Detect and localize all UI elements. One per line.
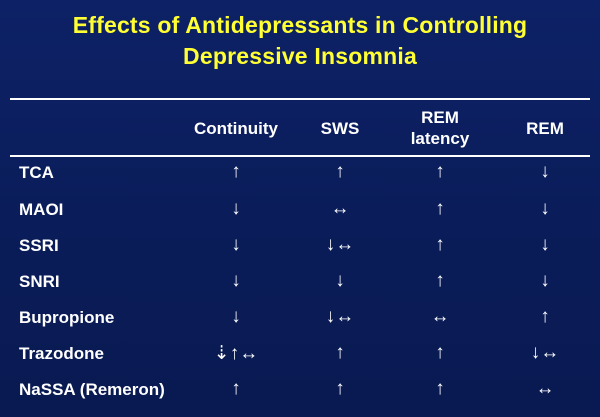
- cell-snri-sws: ↓: [335, 270, 345, 291]
- row-label-tca: TCA: [19, 163, 54, 182]
- cell-tca-rem-latency: ↑: [435, 161, 445, 182]
- cell-bupropione-rem-latency: ↔: [430, 306, 450, 327]
- row-label-maoi: MAOI: [19, 200, 64, 219]
- cell-ssri-continuity: ↓: [231, 234, 241, 255]
- row-label-snri: SNRI: [19, 272, 60, 291]
- cell-tca-continuity: ↑: [231, 161, 241, 182]
- cell-ssri-rem-latency: ↑: [435, 234, 445, 255]
- cell-nassa-sws: ↑: [335, 378, 345, 399]
- column-header-rem: REM: [515, 118, 575, 139]
- column-header-label: REM: [526, 119, 564, 138]
- cell-maoi-rem: ↓: [540, 198, 550, 219]
- cell-nassa-rem: ↔: [535, 378, 555, 399]
- cell-tca-rem: ↓: [540, 161, 550, 182]
- slide-title: Effects of Antidepressants in Controllin…: [0, 10, 600, 72]
- row-label-ssri: SSRI: [19, 236, 59, 255]
- row-label-trazodone: Trazodone: [19, 344, 105, 363]
- cell-trazodone-sws: ↑: [335, 342, 345, 363]
- row-label-nassa-remeron: NaSSA (Remeron): [19, 380, 165, 399]
- cell-trazodone-rem-latency: ↑: [435, 342, 445, 363]
- cell-nassa-rem-latency: ↑: [435, 378, 445, 399]
- column-header-continuity: Continuity: [186, 118, 286, 139]
- table-header-rule: [10, 155, 590, 157]
- row-label-bupropione: Bupropione: [19, 308, 115, 327]
- cell-maoi-sws: ↔: [330, 198, 350, 219]
- cell-ssri-sws: ↓↔: [325, 234, 355, 255]
- cell-snri-rem-latency: ↑: [435, 270, 445, 291]
- slide-title-line-1: Effects of Antidepressants in Controllin…: [72, 12, 528, 38]
- column-header-label-line-1: REM: [421, 108, 459, 127]
- table-top-rule: [10, 98, 590, 100]
- cell-bupropione-rem: ↑: [540, 306, 550, 327]
- column-header-label: Continuity: [193, 119, 279, 138]
- column-header-sws: SWS: [310, 118, 370, 139]
- slide-title-line-2: Depressive Insomnia: [183, 43, 417, 69]
- column-header-label: SWS: [320, 119, 360, 138]
- cell-ssri-rem: ↓: [540, 234, 550, 255]
- cell-nassa-continuity: ↑: [231, 378, 241, 399]
- cell-maoi-rem-latency: ↑: [435, 198, 445, 219]
- cell-tca-sws: ↑: [335, 161, 345, 182]
- cell-bupropione-sws: ↓↔: [325, 306, 355, 327]
- column-header-rem-latency: REM latency: [400, 107, 480, 149]
- cell-trazodone-continuity: ⇣↑↔: [213, 343, 259, 364]
- cell-bupropione-continuity: ↓: [231, 306, 241, 327]
- cell-trazodone-rem: ↓↔: [530, 342, 560, 363]
- column-header-label-line-2: latency: [410, 129, 470, 148]
- cell-snri-rem: ↓: [540, 270, 550, 291]
- cell-snri-continuity: ↓: [231, 270, 241, 291]
- cell-maoi-continuity: ↓: [231, 198, 241, 219]
